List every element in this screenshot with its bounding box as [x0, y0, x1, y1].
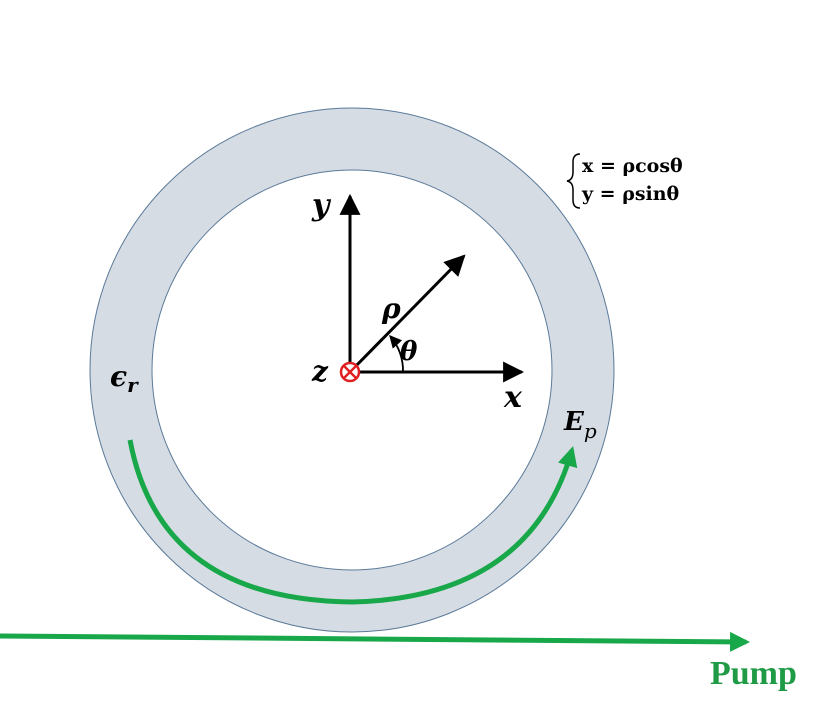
coordinate-equations: x = ρcosθ y = ρsinθ	[566, 153, 683, 209]
theta-arc	[389, 335, 404, 373]
permittivity-symbol: ϵ	[110, 360, 127, 393]
permittivity-label: ϵr	[110, 360, 139, 397]
pump-label: Pump	[710, 655, 797, 692]
z-axis-marker	[339, 361, 361, 383]
y-axis-label: y	[311, 188, 332, 223]
field-subscript: p	[584, 419, 597, 443]
permittivity-subscript: r	[127, 373, 139, 397]
pump-arrow	[0, 631, 750, 652]
rho-arrow	[348, 254, 466, 374]
z-axis-label: z	[311, 355, 329, 388]
circulating-field-arrow	[127, 439, 578, 605]
field-symbol: E	[563, 407, 585, 437]
field-label: Ep	[563, 407, 597, 443]
equation-brace	[566, 153, 581, 209]
rho-label: ρ	[381, 292, 401, 325]
x-axis-label: x	[503, 380, 523, 415]
equation-line-1: x = ρcosθ	[582, 155, 683, 177]
theta-label: θ	[400, 337, 418, 367]
equation-line-2: y = ρsinθ	[581, 183, 679, 205]
